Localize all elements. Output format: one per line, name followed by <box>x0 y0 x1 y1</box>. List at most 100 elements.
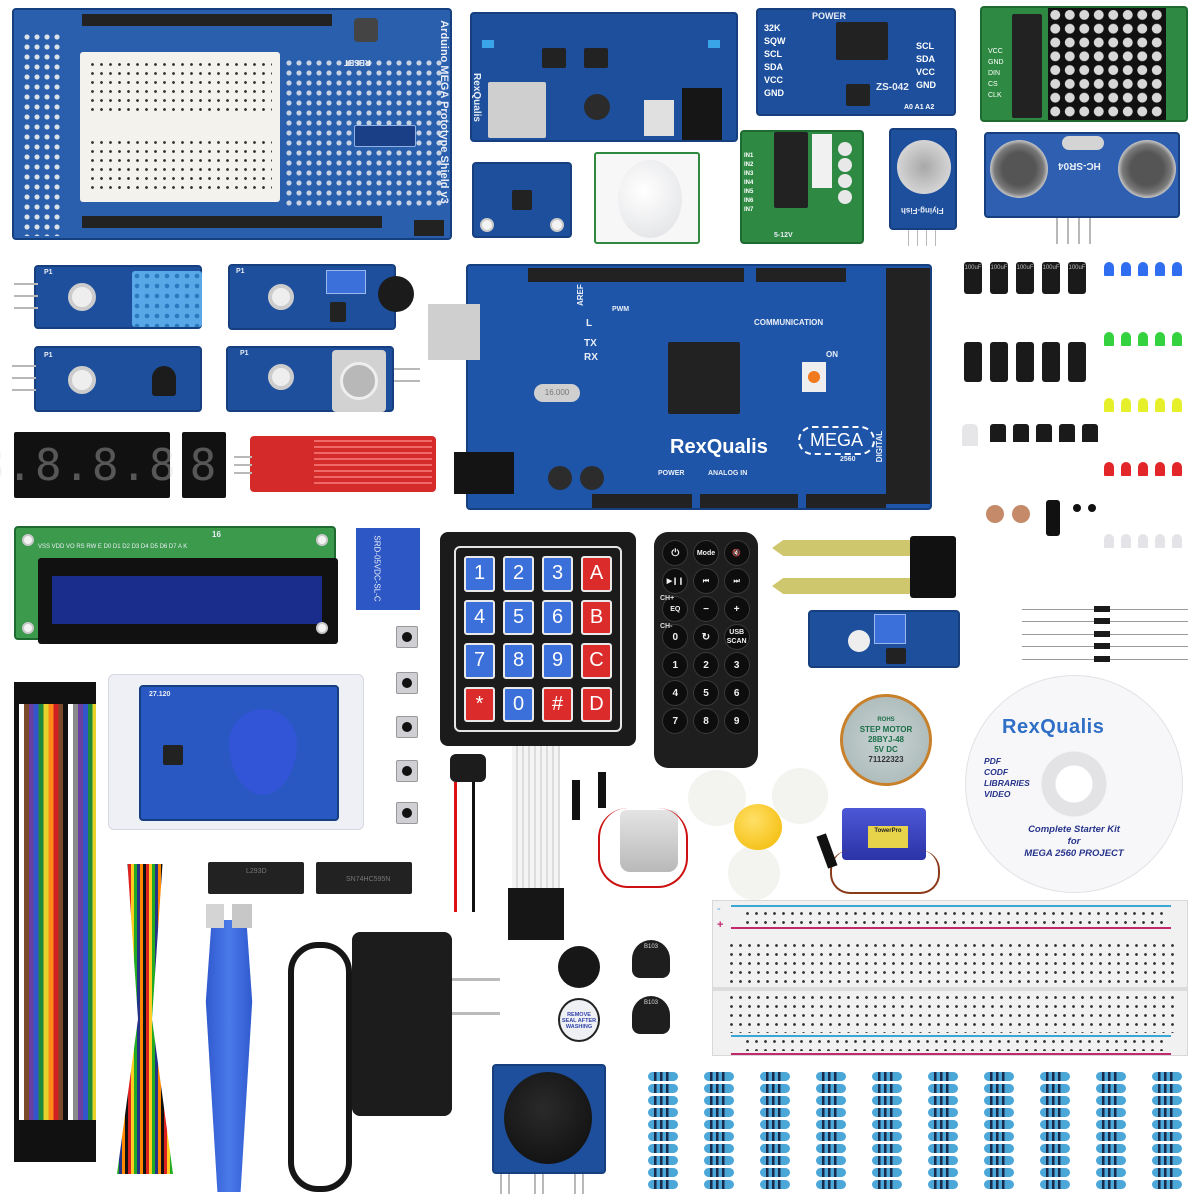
electrolytic-capacitor <box>1042 342 1060 382</box>
on-led-label: ON <box>826 350 838 359</box>
rx-led-label: RX <box>584 352 598 363</box>
remote-digit-button[interactable]: 5 <box>692 680 719 706</box>
rtc-pin: SQW <box>764 36 786 46</box>
remote-digit-button[interactable]: 9 <box>723 708 750 734</box>
keypad-key[interactable]: 2 <box>503 556 534 592</box>
usb-cable <box>205 920 253 1192</box>
photoresistor <box>1012 505 1030 523</box>
keypad-key[interactable]: 7 <box>464 643 495 679</box>
tilt-switch <box>1046 500 1060 536</box>
rotary-encoder-module: P1 <box>226 346 394 412</box>
transistor <box>1059 424 1075 442</box>
ch-minus-label: CH- <box>660 623 673 630</box>
stepper-title: STEP MOTOR <box>859 725 913 734</box>
battery-snap-connector <box>450 754 486 782</box>
diode <box>1094 643 1110 649</box>
tx-led-label: TX <box>584 338 597 349</box>
ultrasonic-model: HC-SR04 <box>1058 160 1101 171</box>
keypad-key[interactable]: C <box>581 643 612 679</box>
remote-digit-button[interactable]: 7 <box>662 708 689 734</box>
power-switch <box>644 100 674 136</box>
temperature-humidity-sensor: P1 <box>34 265 202 329</box>
l-led-label: L <box>586 318 593 329</box>
ir-receiver-module: P1 <box>34 346 202 412</box>
mute-button[interactable]: 🔇 <box>723 540 750 566</box>
keypad-key[interactable]: * <box>464 686 495 722</box>
remote-digit-button[interactable]: 0 <box>662 624 689 650</box>
rtc-pin: SDA <box>916 54 936 64</box>
keypad-key[interactable]: 3 <box>542 556 573 592</box>
keypad-key[interactable]: 1 <box>464 556 495 592</box>
play-pause-button[interactable]: ▶❙❙ <box>662 568 689 594</box>
rail-plus-symbol: + <box>717 919 724 931</box>
single-digit-seven-segment-display: 8 <box>182 432 226 498</box>
keypad-key[interactable]: 6 <box>542 599 573 635</box>
analog-in-label: ANALOG IN <box>708 470 748 477</box>
diode <box>1094 656 1110 662</box>
lcd-screen <box>52 576 322 624</box>
next-button[interactable]: ⏭ <box>723 568 750 594</box>
driver-input-label: IN3 <box>744 171 754 177</box>
electrolytic-capacitor: 100uF <box>1042 262 1060 294</box>
keypad-key[interactable]: 8 <box>503 643 534 679</box>
remote-digit-button[interactable]: 1 <box>662 652 689 678</box>
rtc-pin: SCL <box>916 41 934 51</box>
previous-button[interactable]: ⏮ <box>692 568 719 594</box>
led-grid <box>1104 262 1194 562</box>
rtc-pin: VCC <box>916 67 936 77</box>
reset-button <box>802 362 826 392</box>
adapter-cable <box>288 942 352 1192</box>
push-button <box>396 716 418 738</box>
cd-content-item: PDF <box>984 756 1001 766</box>
keypad-key[interactable]: A <box>581 556 612 592</box>
solderless-breadboard: - + <box>712 900 1188 1056</box>
remote-digit-button[interactable]: 8 <box>692 708 719 734</box>
rgb-led <box>962 424 978 446</box>
buzzer-seal-text: REMOVE SEAL AFTER WASHING <box>561 1012 597 1030</box>
keypad-key[interactable]: B <box>581 599 612 635</box>
keypad-key[interactable]: 5 <box>503 599 534 635</box>
remote-digit-button[interactable]: 4 <box>662 680 689 706</box>
transistor <box>1036 424 1052 442</box>
pin-header-label: P1 <box>236 268 245 275</box>
keypad-key[interactable]: 9 <box>542 643 573 679</box>
remote-digit-button[interactable]: 6 <box>723 680 750 706</box>
driver-input-label: IN5 <box>744 189 754 195</box>
cd-brand: RexQualis <box>1002 716 1105 738</box>
push-button <box>396 672 418 694</box>
rtc-pin: GND <box>764 88 784 98</box>
repeat-button[interactable]: ↻ <box>692 624 719 650</box>
rtc-power-label: POWER <box>812 11 847 21</box>
rtc-pin: 32K <box>764 23 781 33</box>
relay-model: SRD-05VDC-SL-C <box>372 535 382 602</box>
matrix-pin: GND <box>988 59 1004 66</box>
usb-scan-button[interactable]: USB SCAN <box>723 624 750 650</box>
mode-button[interactable]: Mode <box>692 540 719 566</box>
fan-propeller <box>688 766 828 902</box>
rfid-reader-board: 27.120 <box>139 685 339 821</box>
keypad-key[interactable]: 4 <box>464 599 495 635</box>
mega-model: 2560 <box>840 456 856 463</box>
electrolytic-capacitor: 100uF <box>1068 262 1086 294</box>
remote-digit-button[interactable]: 3 <box>723 652 750 678</box>
driver-input-label: IN2 <box>744 162 754 168</box>
water-level-sensor <box>250 436 436 492</box>
eq-button[interactable]: EQ <box>662 596 689 622</box>
keypad-key[interactable]: 0 <box>503 686 534 722</box>
stepper-badge: ROHS <box>877 717 895 723</box>
rtc-pin: GND <box>916 80 936 90</box>
rfid-keyfob <box>229 709 297 795</box>
volume-down-button[interactable]: − <box>692 596 719 622</box>
soil-moisture-comparator-module <box>808 610 960 668</box>
gyro-accelerometer-module <box>472 162 572 238</box>
remote-digit-button[interactable]: 2 <box>692 652 719 678</box>
volume-up-button[interactable]: + <box>723 596 750 622</box>
ultrasonic-sensor: HC-SR04 <box>984 132 1180 218</box>
four-digit-seven-segment-display: 8.8.8.8. <box>0 432 204 498</box>
power-button[interactable]: ⏻ <box>662 540 689 566</box>
ic-model: SN74HC595N <box>346 876 391 883</box>
electrolytic-capacitor: 100uF <box>1016 262 1034 294</box>
diode <box>1094 618 1110 624</box>
keypad-key[interactable]: # <box>542 686 573 722</box>
keypad-key[interactable]: D <box>581 686 612 722</box>
